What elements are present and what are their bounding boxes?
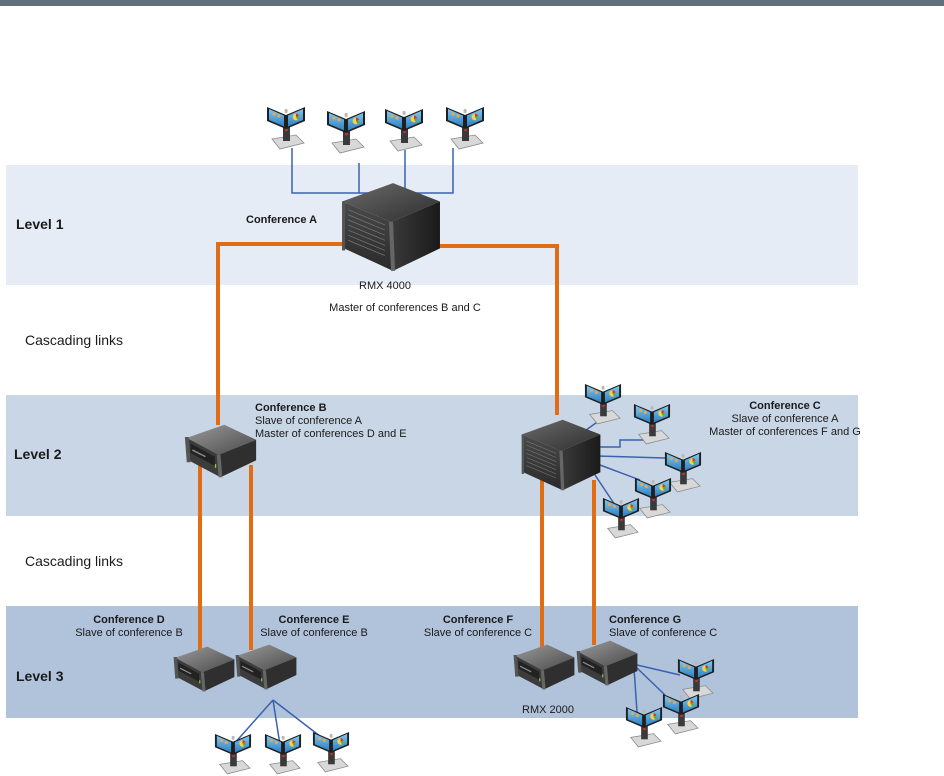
conference-e-label: Conference E Slave of conference B	[260, 614, 368, 639]
level-2-label: Level 2	[14, 446, 62, 462]
conference-f-label: Conference F Slave of conference C	[423, 614, 533, 639]
link-a-b	[216, 242, 350, 425]
video-endpoint-icon	[264, 733, 302, 775]
cascading-links-label-1: Cascading links	[25, 332, 124, 348]
link-e-ep1	[232, 699, 274, 746]
header-bar	[0, 0, 944, 6]
conference-b-label: Conference B Slave of conference A Maste…	[255, 402, 407, 440]
level-2-band	[6, 395, 858, 516]
rmx-4000-server-icon-conference-a	[341, 182, 441, 272]
mcu-server-icon-conference-c	[521, 419, 601, 491]
link-c-ep2	[597, 439, 645, 448]
video-endpoint-icon	[326, 110, 366, 154]
level-3-band	[6, 606, 858, 718]
video-endpoint-icon	[677, 658, 715, 700]
rmx-2000-server-icon-conference-f	[512, 643, 576, 691]
video-endpoint-icon	[633, 403, 671, 445]
video-endpoint-icon	[384, 108, 424, 152]
level-3-label: Level 3	[16, 668, 64, 684]
video-endpoint-icon	[634, 477, 672, 519]
link-e-ep2	[272, 699, 281, 746]
link-c-ep3	[596, 455, 666, 459]
link-a-ep1	[291, 148, 360, 194]
video-endpoint-icon	[312, 731, 350, 773]
cascading-links	[198, 242, 596, 650]
video-endpoint-icon	[214, 733, 252, 775]
conference-a-role: Master of conferences B and C	[329, 302, 481, 314]
link-c-ep5	[594, 474, 616, 506]
link-g-ep3	[633, 667, 638, 713]
link-a-c	[440, 244, 559, 415]
conference-d-label: Conference D Slave of conference B	[75, 614, 183, 639]
mcu-server-icon-conference-b	[184, 424, 257, 478]
video-endpoint-icon	[602, 497, 640, 539]
link-c-ep4	[599, 464, 641, 481]
video-endpoint-icon	[445, 106, 485, 150]
video-endpoint-icon	[584, 383, 622, 425]
conference-a-device: RMX 4000	[359, 280, 411, 292]
cascading-links-label-2: Cascading links	[25, 553, 124, 569]
link-g-ep2	[636, 667, 666, 696]
link-e-ep3	[272, 699, 326, 741]
conference-f-device: RMX 2000	[522, 704, 574, 716]
video-endpoint-icon	[625, 706, 663, 748]
video-endpoint-icon	[266, 106, 306, 150]
video-endpoint-icon	[662, 693, 700, 735]
mcu-server-icon-conference-g	[575, 639, 639, 687]
link-g-ep1	[636, 664, 681, 676]
level-1-label: Level 1	[16, 216, 64, 232]
link-a-ep3	[405, 148, 454, 194]
mcu-server-icon-conference-d	[172, 645, 236, 693]
conference-a-title: Conference A	[246, 214, 318, 226]
conference-g-label: Conference G Slave of conference C	[609, 614, 718, 639]
conference-c-label: Conference C Slave of conference A Maste…	[709, 400, 861, 438]
mcu-server-icon-conference-e	[234, 643, 298, 691]
